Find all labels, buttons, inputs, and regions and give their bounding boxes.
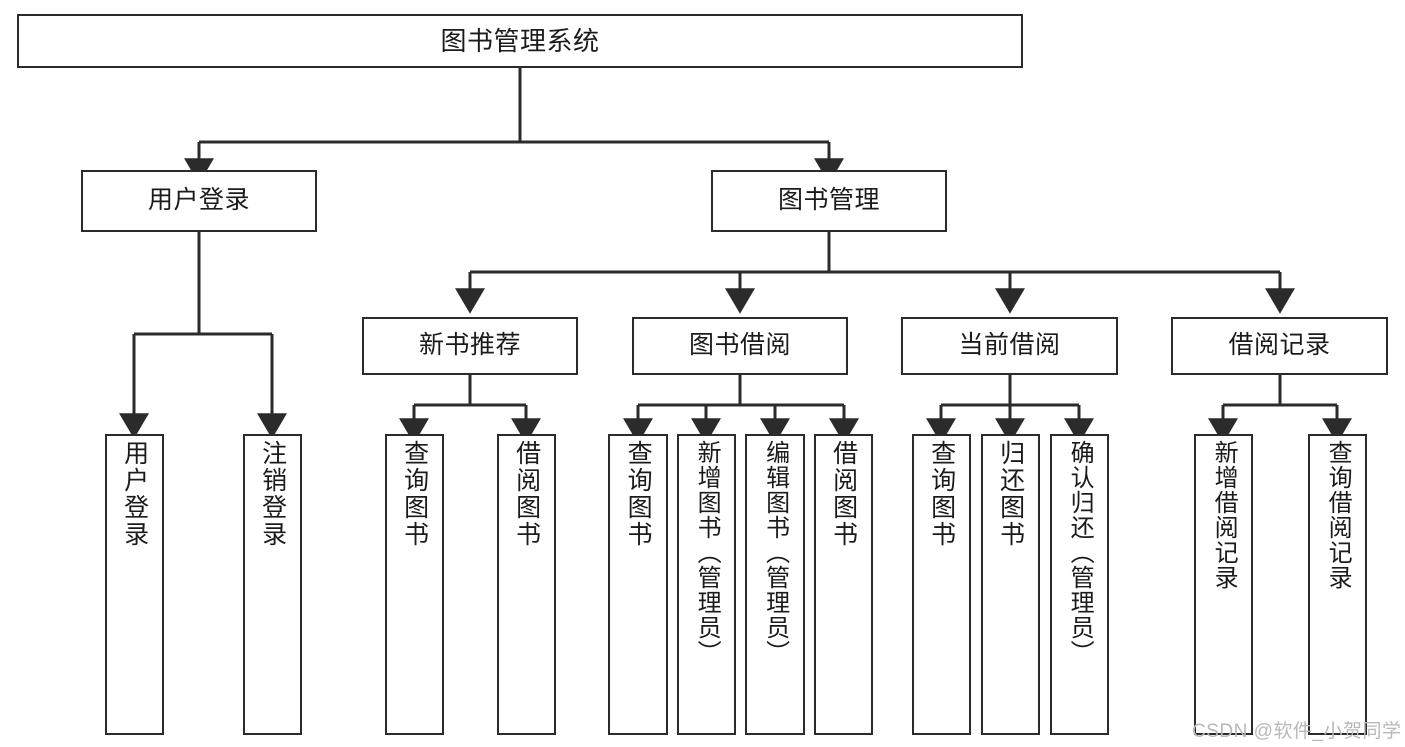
node-label: 确认归还（管理员） <box>1066 440 1094 665</box>
watermark-text: CSDN @软件_小贺同学 <box>1192 721 1402 742</box>
node-label: 查询借阅记录 <box>1324 440 1352 590</box>
node-current-borrow[interactable]: 当前借阅 <box>901 317 1118 375</box>
leaf-records-query-record[interactable]: 查询借阅记录 <box>1308 434 1367 735</box>
leaf-borrow-edit-book-admin[interactable]: 编辑图书（管理员） <box>745 434 805 735</box>
node-root-system[interactable]: 图书管理系统 <box>17 14 1023 68</box>
node-borrow-records[interactable]: 借阅记录 <box>1171 317 1388 375</box>
node-label: 注销登录 <box>258 440 287 548</box>
node-label: 新书推荐 <box>418 331 521 360</box>
leaf-user-login-logout[interactable]: 注销登录 <box>243 434 302 735</box>
leaf-current-confirm-return-admin[interactable]: 确认归还（管理员） <box>1050 434 1109 735</box>
node-new-book-recommend[interactable]: 新书推荐 <box>362 317 578 375</box>
leaf-current-return-book[interactable]: 归还图书 <box>981 434 1040 735</box>
node-label: 查询图书 <box>927 440 956 548</box>
node-label: 当前借阅 <box>958 331 1061 360</box>
node-label: 借阅图书 <box>829 440 858 548</box>
leaf-current-query-book[interactable]: 查询图书 <box>912 434 971 735</box>
node-label: 用户登录 <box>120 440 149 548</box>
node-label: 新增图书（管理员） <box>693 440 721 665</box>
node-label: 用户登录 <box>147 186 250 215</box>
leaf-new-book-query[interactable]: 查询图书 <box>385 434 444 735</box>
node-book-management[interactable]: 图书管理 <box>711 170 947 232</box>
node-label: 编辑图书（管理员） <box>761 440 789 665</box>
node-book-borrow[interactable]: 图书借阅 <box>632 317 848 375</box>
node-label: 新增借阅记录 <box>1210 440 1238 590</box>
node-label: 借阅记录 <box>1228 331 1331 360</box>
leaf-borrow-add-book-admin[interactable]: 新增图书（管理员） <box>677 434 736 735</box>
node-label: 查询图书 <box>400 440 429 548</box>
leaf-records-add-record[interactable]: 新增借阅记录 <box>1194 434 1253 735</box>
node-label: 查询图书 <box>624 440 653 548</box>
leaf-user-login-login[interactable]: 用户登录 <box>105 434 164 735</box>
csdn-watermark: CSDN @软件_小贺同学 <box>1192 716 1401 743</box>
leaf-borrow-borrow-book[interactable]: 借阅图书 <box>814 434 873 735</box>
node-label: 借阅图书 <box>512 440 541 548</box>
node-label: 图书管理 <box>777 186 880 215</box>
leaf-new-book-borrow[interactable]: 借阅图书 <box>497 434 556 735</box>
leaf-borrow-query-book[interactable]: 查询图书 <box>608 434 668 735</box>
node-user-login[interactable]: 用户登录 <box>81 170 317 232</box>
node-label: 图书借阅 <box>688 331 791 360</box>
node-label: 归还图书 <box>996 440 1025 548</box>
node-label: 图书管理系统 <box>440 25 600 56</box>
